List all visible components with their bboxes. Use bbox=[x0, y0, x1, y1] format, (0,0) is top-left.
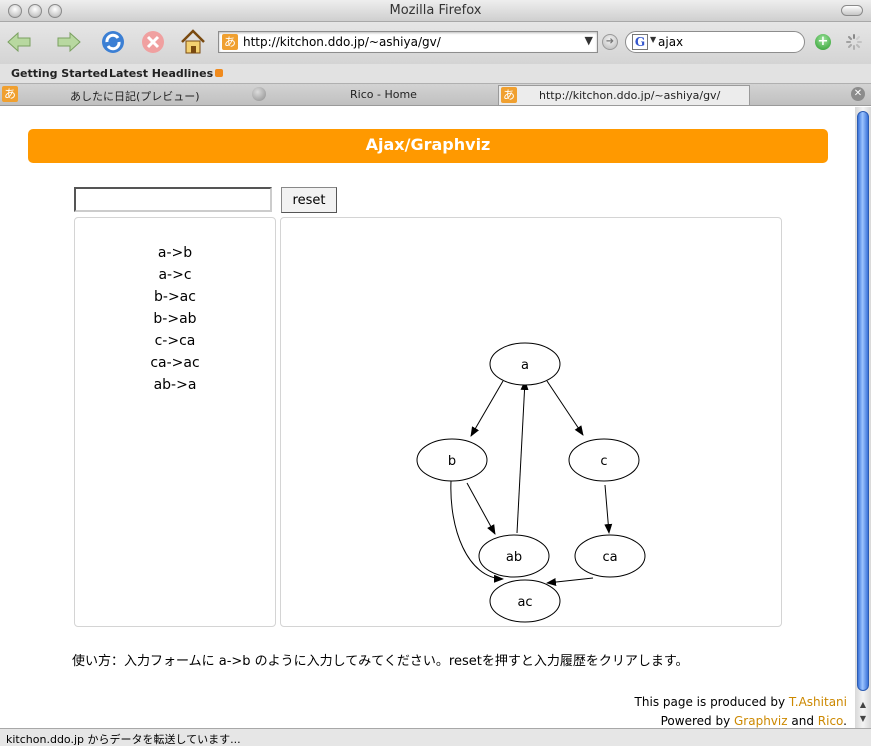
status-text: kitchon.ddo.jp からデータを転送しています... bbox=[6, 733, 241, 746]
rico-link[interactable]: Rico bbox=[817, 714, 844, 728]
edge-item: b->ac bbox=[154, 289, 196, 305]
graph-diagram: a b c ab ca ac bbox=[416, 342, 646, 623]
graph-node-ab: ab bbox=[478, 534, 550, 578]
edge-a-c bbox=[546, 380, 584, 436]
minimize-window-button[interactable] bbox=[28, 4, 42, 18]
back-button[interactable] bbox=[6, 27, 36, 57]
window-title: Mozilla Firefox bbox=[389, 3, 482, 18]
edge-item: b->ab bbox=[153, 311, 197, 327]
edge-input[interactable] bbox=[74, 187, 272, 212]
edge-item: a->b bbox=[157, 245, 193, 261]
graph-node-ac: ac bbox=[489, 579, 561, 623]
loading-throbber-icon bbox=[846, 34, 862, 50]
search-box[interactable]: G ▼ ajax bbox=[625, 31, 805, 53]
stop-icon bbox=[142, 31, 164, 53]
zoom-window-button[interactable] bbox=[48, 4, 62, 18]
credits-text: Powered by bbox=[660, 714, 734, 728]
bookmark-latest-headlines-label: Latest Headlines bbox=[109, 67, 214, 80]
edge-a-b bbox=[470, 380, 504, 437]
edge-item: c->ca bbox=[154, 333, 196, 349]
bookmark-getting-started[interactable]: Getting Started bbox=[11, 67, 108, 80]
edge-c-ca bbox=[604, 484, 613, 534]
tab-favicon: あ bbox=[501, 87, 517, 103]
tab-bar: あ あしたに日記(プレビュー) Rico - Home あ http://kit… bbox=[0, 84, 871, 106]
tab-rico-home[interactable]: Rico - Home bbox=[250, 85, 500, 105]
credits-text: . bbox=[843, 714, 847, 728]
page-content: Ajax/Graphviz reset a->b a->c b->ac b->a… bbox=[0, 107, 855, 728]
tab-ashitani-diary[interactable]: あ あしたに日記(プレビュー) bbox=[0, 85, 250, 105]
edge-list: a->b a->c b->ac b->ab c->ca ca->ac ab->a bbox=[75, 242, 275, 396]
url-bar[interactable]: あ http://kitchon.ddo.jp/~ashiya/gv/ ▼ bbox=[218, 31, 598, 53]
add-search-engine-icon[interactable]: + bbox=[815, 34, 831, 50]
node-label: ac bbox=[517, 595, 532, 610]
close-window-button[interactable] bbox=[8, 4, 22, 18]
home-icon bbox=[181, 29, 205, 54]
graph-node-c: c bbox=[568, 438, 640, 482]
url-dropdown-icon[interactable]: ▼ bbox=[584, 34, 593, 47]
tab-label: Rico - Home bbox=[350, 88, 417, 101]
node-label: a bbox=[521, 358, 529, 373]
tab-ajax-graphviz[interactable]: あ http://kitchon.ddo.jp/~ashiya/gv/ bbox=[498, 85, 750, 105]
usage-instructions: 使い方：入力フォームに a->b のように入力してみてください。resetを押す… bbox=[72, 654, 689, 669]
edge-item: ab->a bbox=[153, 377, 197, 393]
window-titlebar: Mozilla Firefox bbox=[0, 0, 871, 22]
url-text[interactable]: http://kitchon.ddo.jp/~ashiya/gv/ bbox=[243, 35, 441, 49]
close-tab-icon[interactable]: ✕ bbox=[851, 87, 865, 101]
tab-label: あしたに日記(プレビュー) bbox=[70, 90, 200, 103]
edge-ab-a bbox=[516, 380, 529, 534]
reload-icon bbox=[102, 31, 124, 53]
credits-line-2: Powered by Graphviz and Rico. bbox=[635, 712, 847, 728]
status-bar: kitchon.ddo.jp からデータを転送しています... bbox=[0, 728, 871, 746]
search-engine-google-icon[interactable]: G bbox=[632, 34, 648, 50]
author-link[interactable]: T.Ashitani bbox=[788, 695, 847, 709]
page-credits: This page is produced by T.Ashitani Powe… bbox=[635, 693, 847, 728]
page-header: Ajax/Graphviz bbox=[28, 129, 828, 163]
back-arrow-icon bbox=[7, 31, 31, 53]
rss-feed-icon bbox=[215, 69, 224, 77]
graph-node-b: b bbox=[416, 438, 488, 482]
node-label: b bbox=[448, 454, 456, 469]
scroll-up-arrow-icon[interactable]: ▲ bbox=[859, 700, 867, 709]
graphviz-link[interactable]: Graphviz bbox=[734, 714, 788, 728]
site-favicon: あ bbox=[222, 34, 238, 50]
navigation-toolbar: あ http://kitchon.ddo.jp/~ashiya/gv/ ▼ ➜ … bbox=[0, 22, 871, 64]
scrollbar-thumb[interactable] bbox=[857, 111, 869, 691]
edge-b-ac bbox=[450, 480, 504, 583]
home-button[interactable] bbox=[178, 27, 208, 57]
reload-button[interactable] bbox=[98, 27, 128, 57]
search-input[interactable]: ajax bbox=[658, 35, 684, 49]
page-title: Ajax/Graphviz bbox=[365, 135, 491, 154]
vertical-scrollbar[interactable]: ▲ ▼ bbox=[855, 107, 871, 728]
bookmarks-toolbar: Getting Started Latest Headlines bbox=[0, 64, 871, 84]
graph-node-ca: ca bbox=[574, 534, 646, 578]
edge-history-panel: a->b a->c b->ac b->ab c->ca ca->ac ab->a bbox=[74, 217, 276, 627]
graph-panel: a b c ab ca ac bbox=[280, 217, 782, 627]
go-icon[interactable]: ➜ bbox=[602, 34, 618, 50]
graph-node-a: a bbox=[489, 342, 561, 386]
tab-label: http://kitchon.ddo.jp/~ashiya/gv/ bbox=[539, 89, 721, 102]
edge-item: a->c bbox=[158, 267, 192, 283]
node-label: ab bbox=[506, 550, 522, 565]
forward-arrow-icon bbox=[57, 31, 81, 53]
edge-b-ab bbox=[466, 482, 496, 535]
tab-favicon: あ bbox=[2, 86, 18, 102]
search-engine-dropdown-icon[interactable]: ▼ bbox=[650, 35, 657, 44]
bookmark-latest-headlines[interactable]: Latest Headlines bbox=[109, 67, 224, 80]
stop-button[interactable] bbox=[138, 27, 168, 57]
reset-button[interactable]: reset bbox=[281, 187, 337, 213]
edge-ca-ac bbox=[546, 577, 594, 587]
toolbar-toggle-button[interactable] bbox=[841, 5, 863, 16]
node-label: c bbox=[600, 454, 607, 469]
node-label: ca bbox=[602, 550, 617, 565]
forward-button[interactable] bbox=[52, 27, 82, 57]
credits-line-1: This page is produced by T.Ashitani bbox=[635, 693, 847, 712]
edge-item: ca->ac bbox=[150, 355, 200, 371]
scroll-down-arrow-icon[interactable]: ▼ bbox=[859, 714, 867, 723]
globe-icon bbox=[252, 87, 266, 101]
credits-text: This page is produced by bbox=[634, 695, 789, 709]
credits-text: and bbox=[787, 714, 818, 728]
